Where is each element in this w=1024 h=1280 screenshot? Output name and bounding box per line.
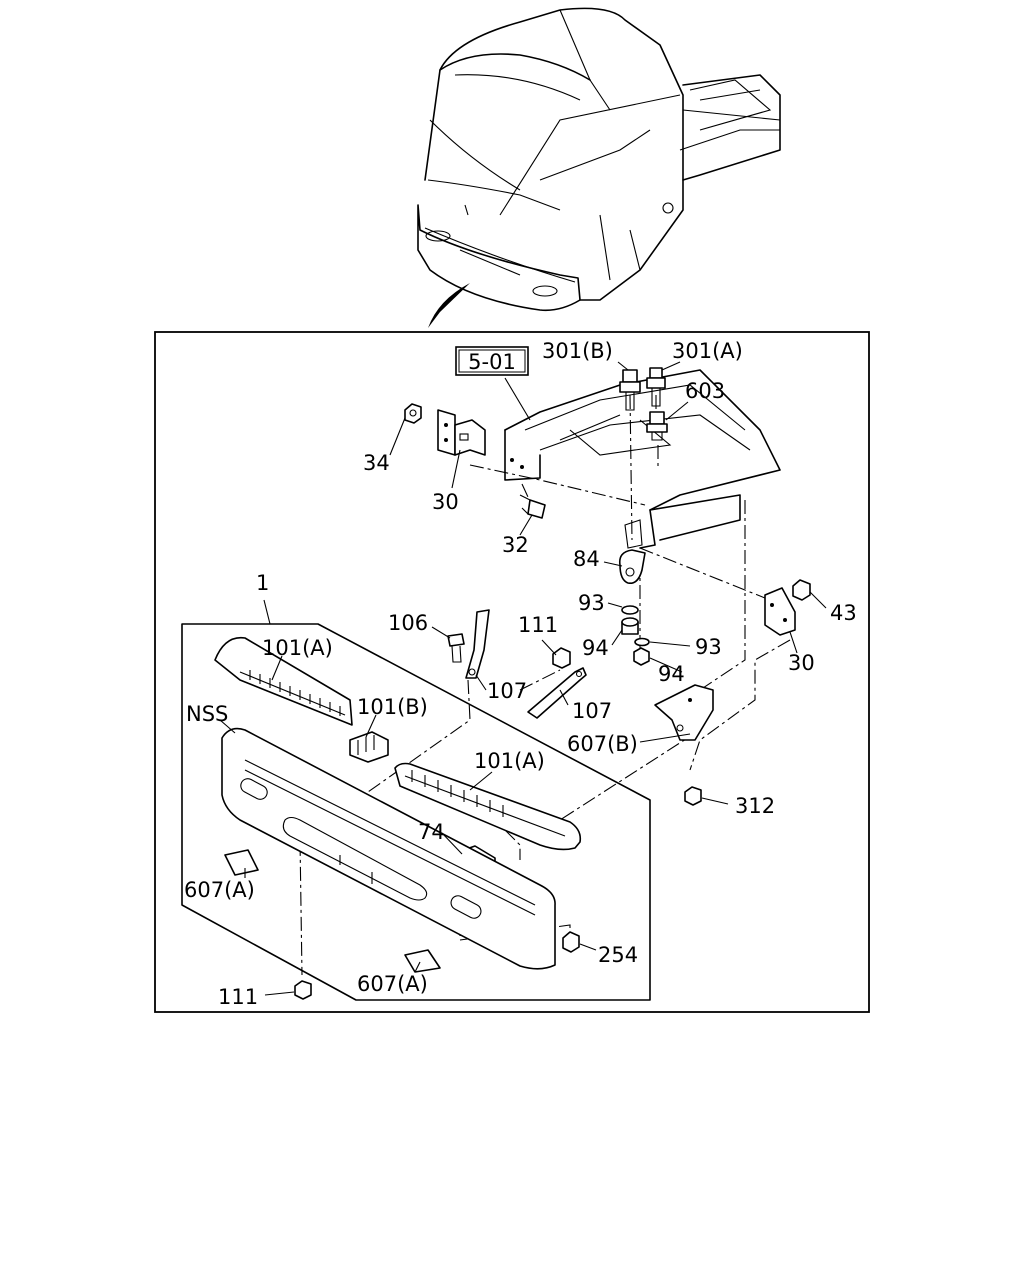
callout-607a-left: 607(A): [184, 878, 255, 902]
washer-94-left: [621, 617, 639, 635]
label-607a-left: [224, 849, 259, 876]
bracket-30-right: [764, 587, 796, 636]
washer-93-right: [634, 637, 650, 647]
nut-34: [404, 403, 422, 424]
callout-1: 1: [256, 571, 269, 595]
bracket-30-left: [437, 409, 486, 456]
nut-254: [562, 931, 580, 953]
callout-603: 603: [685, 379, 725, 403]
callout-301a: 301(A): [672, 339, 743, 363]
stay-107-right: [527, 667, 587, 719]
bumper-rubber-101b: [349, 731, 389, 763]
callout-101a-top: 101(A): [262, 636, 333, 660]
callout-312: 312: [735, 794, 775, 818]
bumper-assembly-boundary: [181, 623, 651, 1001]
callout-301b: 301(B): [542, 339, 613, 363]
callout-84: 84: [573, 547, 600, 571]
washer-93-top: [621, 605, 639, 615]
callout-107-right: 107: [572, 699, 612, 723]
callout-93-top: 93: [578, 591, 605, 615]
callout-30-left: 30: [432, 490, 459, 514]
figure-reference-label: 5-01: [468, 350, 516, 374]
detail-frame: [154, 331, 870, 1013]
bumper-rubber-101a-top: [214, 636, 353, 726]
callout-94-left: 94: [582, 636, 609, 660]
leader-lines: [219, 361, 827, 996]
figure-reference: 5-01: [455, 346, 529, 376]
bracket-607b: [654, 684, 714, 741]
bumper-body: [221, 727, 556, 970]
nut-43: [792, 579, 811, 601]
callout-101b: 101(B): [357, 695, 428, 719]
callout-93-right: 93: [695, 635, 722, 659]
stay-107-left: [465, 609, 490, 679]
nut-94-right: [633, 647, 650, 666]
callout-254: 254: [598, 943, 638, 967]
bolt-301a: [646, 367, 666, 407]
label-607a-bottom: [404, 949, 441, 973]
chassis-frame: [504, 369, 781, 549]
callout-94-right: 94: [658, 662, 685, 686]
bolt-603: [646, 411, 668, 441]
callout-111-bottom: 111: [218, 985, 258, 1009]
nut-312: [684, 786, 702, 806]
callout-101a-mid: 101(A): [474, 749, 545, 773]
truck-overview: [417, 7, 781, 328]
callout-74: 74: [418, 820, 445, 844]
bolt-32: [519, 494, 546, 519]
callout-607b: 607(B): [567, 732, 638, 756]
bolt-301b: [619, 369, 641, 411]
callout-111-top: 111: [518, 613, 558, 637]
hook-84: [618, 549, 646, 585]
callout-107-left: 107: [487, 679, 527, 703]
callout-30-right: 30: [788, 651, 815, 675]
callout-106: 106: [388, 611, 428, 635]
callout-607a-bottom: 607(A): [357, 972, 428, 996]
callout-43: 43: [830, 601, 857, 625]
callout-nss: NSS: [186, 702, 228, 726]
callout-34: 34: [363, 451, 390, 475]
callout-32: 32: [502, 533, 529, 557]
bumper-rubber-101a-mid: [394, 762, 582, 851]
nut-111-bottom: [294, 980, 312, 1000]
callout-labels: 1 301(B) 301(A) 603 34 30 32 84 93 94 93…: [184, 339, 857, 1009]
nut-111-top: [552, 647, 571, 669]
bolt-106: [447, 633, 465, 663]
